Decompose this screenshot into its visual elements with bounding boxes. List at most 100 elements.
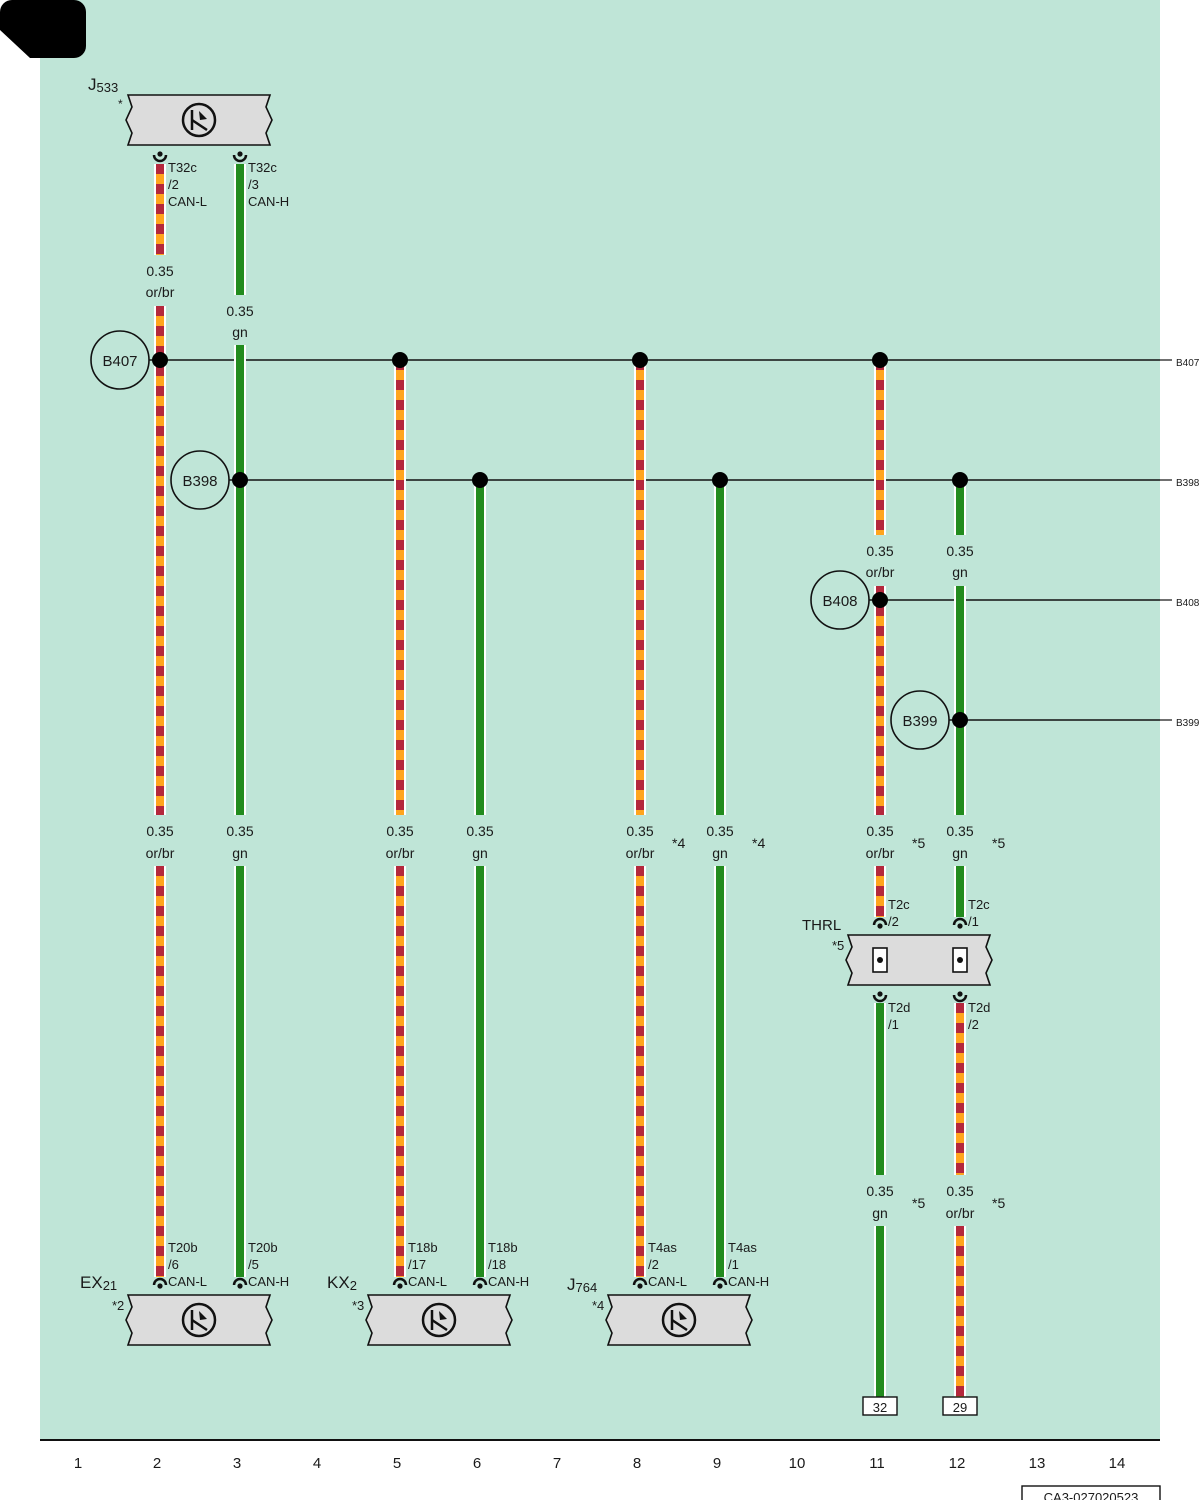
j764-pin-l-conn: T4as xyxy=(648,1240,677,1255)
column-number: 6 xyxy=(473,1455,481,1472)
wire-size: 0.35 xyxy=(466,823,493,839)
wire-size: 0.35 xyxy=(386,823,413,839)
wire-labels: 0.35 or/br 0.35 gn 0.35 or/br 0.35 gn 0.… xyxy=(146,263,975,1221)
thrl-bot-r-pin: /2 xyxy=(968,1017,979,1032)
junction-b407-circle xyxy=(90,330,150,390)
wire-color: or/br xyxy=(866,564,895,580)
kx2-pin-h-pin: /18 xyxy=(488,1257,506,1272)
j533-pin-l-sig: CAN-L xyxy=(168,194,207,209)
ex21-pin-h-conn: T20b xyxy=(248,1240,278,1255)
wire-color: or/br xyxy=(946,1205,975,1221)
edge-label-b399: B399 xyxy=(1176,718,1200,729)
j533-pin-h-sig: CAN-H xyxy=(248,194,289,209)
wire-note: *5 xyxy=(912,835,925,851)
j764-star: *4 xyxy=(592,1298,604,1313)
wire-note: *5 xyxy=(992,835,1005,851)
wire-size: 0.35 xyxy=(626,823,653,839)
reference-boxes: 32 29 xyxy=(862,1396,978,1416)
column-number: 7 xyxy=(553,1455,561,1472)
junction-b399-label: B399 xyxy=(902,713,937,730)
wire-color: gn xyxy=(232,845,248,861)
junction-b399-circle xyxy=(890,690,950,750)
kx2-star: *3 xyxy=(352,1298,364,1313)
wire-size: 0.35 xyxy=(706,823,733,839)
j764-name: J xyxy=(567,1275,576,1294)
wire-size: 0.35 xyxy=(866,543,893,559)
wire-size: 0.35 xyxy=(226,823,253,839)
kx2-subscript: 2 xyxy=(350,1278,357,1293)
wire-note: *5 xyxy=(912,1195,925,1211)
column-number: 3 xyxy=(233,1455,241,1472)
thrl-bot-r-conn: T2d xyxy=(968,1000,990,1015)
column-number: 8 xyxy=(633,1455,641,1472)
module-j764: J764 *4 T4as /2 CAN-L T4as /1 CAN-H xyxy=(567,1240,769,1346)
wire-color: gn xyxy=(952,564,968,580)
wire-size: 0.35 xyxy=(946,543,973,559)
column-number: 9 xyxy=(713,1455,721,1472)
wire-size: 0.35 xyxy=(866,1183,893,1199)
ex21-subscript: 21 xyxy=(103,1278,117,1293)
edge-label-b408: B408 xyxy=(1176,598,1200,609)
thrl-top-r-conn: T2c xyxy=(968,897,990,912)
j533-name: J xyxy=(88,75,97,94)
wire-color: gn xyxy=(872,1205,888,1221)
module-thrl: THRL *5 T2c /2 T2c /1 T2d /1 T2d /2 xyxy=(802,897,993,1032)
edge-label-b407: B407 xyxy=(1176,358,1200,369)
wire-size: 0.35 xyxy=(146,823,173,839)
j533-star: * xyxy=(118,97,123,111)
j764-pin-h-conn: T4as xyxy=(728,1240,757,1255)
kx2-pin-l-conn: T18b xyxy=(408,1240,438,1255)
wire-color: or/br xyxy=(386,845,415,861)
column-number: 1 xyxy=(74,1455,82,1472)
junction-b407-label: B407 xyxy=(102,353,137,370)
j764-pin-h-pin: /1 xyxy=(728,1257,739,1272)
column-number: 11 xyxy=(869,1455,885,1472)
ex21-pin-h-sig: CAN-H xyxy=(248,1274,289,1289)
wire-color: gn xyxy=(232,324,248,340)
ref-box-c11: 32 xyxy=(873,1400,887,1415)
junction-dots xyxy=(152,352,968,728)
wire-notes: *4 *4 *5 *5 *5 *5 xyxy=(672,835,1005,1211)
wire-note: *4 xyxy=(752,835,765,851)
ex21-pin-l-pin: /6 xyxy=(168,1257,179,1272)
module-j533: J533 * T32c /2 CAN-L T32c /3 CAN-H xyxy=(88,75,289,209)
column-number: 13 xyxy=(1029,1455,1046,1472)
thrl-bot-l-conn: T2d xyxy=(888,1000,910,1015)
wire-size: 0.35 xyxy=(866,823,893,839)
wires xyxy=(154,164,966,1397)
wire-color: or/br xyxy=(866,845,895,861)
column-number: 12 xyxy=(949,1455,966,1472)
junction-b408-label: B408 xyxy=(822,593,857,610)
kx2-name: KX xyxy=(327,1273,350,1292)
kx2-pin-h-conn: T18b xyxy=(488,1240,518,1255)
thrl-top-l-conn: T2c xyxy=(888,897,910,912)
corner-tab xyxy=(0,0,86,58)
kx2-pin-l-sig: CAN-L xyxy=(408,1274,447,1289)
ex21-pin-l-conn: T20b xyxy=(168,1240,198,1255)
edge-label-b398: B398 xyxy=(1176,478,1200,489)
j764-pin-l-pin: /2 xyxy=(648,1257,659,1272)
column-number: 14 xyxy=(1109,1455,1126,1472)
column-number: 4 xyxy=(313,1455,321,1472)
module-kx2: KX2 *3 T18b /17 CAN-L T18b /18 CAN-H xyxy=(327,1240,529,1346)
junction-b398-label: B398 xyxy=(182,473,217,490)
wire-size: 0.35 xyxy=(226,303,253,319)
thrl-top-l-pin: /2 xyxy=(888,914,899,929)
j764-pin-l-sig: CAN-L xyxy=(648,1274,687,1289)
diagram-code-box xyxy=(1021,1485,1161,1500)
bus-edge-labels: B407 B398 B408 B399 xyxy=(1176,358,1200,729)
thrl-name: THRL xyxy=(802,917,841,934)
j533-pin-l-conn: T32c xyxy=(168,160,197,175)
svg-text:KX2: KX2 xyxy=(327,1273,357,1293)
ex21-star: *2 xyxy=(112,1298,124,1313)
junction-labels: B407 B398 B408 B399 xyxy=(90,330,950,750)
j764-subscript: 764 xyxy=(576,1280,598,1295)
ref-box-c12: 29 xyxy=(953,1400,967,1415)
wire-color: gn xyxy=(952,845,968,861)
wire-size: 0.35 xyxy=(946,1183,973,1199)
wire-color: or/br xyxy=(146,284,175,300)
wire-note: *4 xyxy=(672,835,685,851)
module-ex21: EX21 *2 T20b /6 CAN-L T20b /5 CAN-H xyxy=(80,1240,289,1346)
wire-size: 0.35 xyxy=(946,823,973,839)
svg-text:J764: J764 xyxy=(567,1275,597,1295)
